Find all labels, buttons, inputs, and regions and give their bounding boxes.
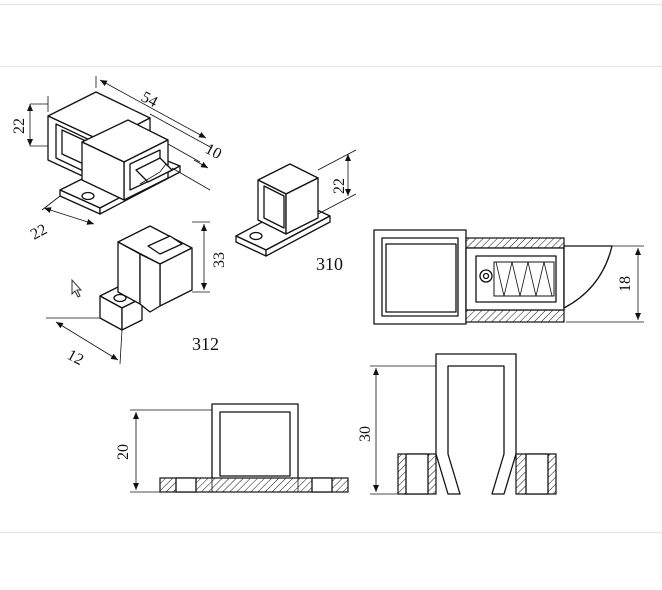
dim-keeper310-height: 22 [331,178,348,194]
part-label-310: 310 [316,254,343,274]
keeper-310-front-view [130,403,349,493]
dim-latch-gap: 10 [202,141,224,164]
latch-section-view [373,229,644,325]
dim-front312-height: 30 [357,426,374,442]
dim-side-height: 18 [617,276,634,292]
top-rule [0,4,662,5]
latch-isometric [27,76,213,225]
lower-rule [0,532,662,533]
dim-latch-depth: 22 [28,221,50,244]
keeper-312-front-view [370,353,557,495]
dim-keeper312-height: 33 [211,252,228,268]
dim-front310-height: 20 [115,444,132,460]
keeper-310-isometric [235,149,357,257]
keeper-312-isometric [46,221,210,365]
part-label-312: 312 [192,334,219,354]
dim-latch-height: 22 [11,118,28,134]
upper-rule [0,66,662,67]
dim-keeper312-base: 12 [64,347,86,370]
cursor-arrow-icon [71,278,83,298]
dim-latch-length: 54 [138,89,160,112]
